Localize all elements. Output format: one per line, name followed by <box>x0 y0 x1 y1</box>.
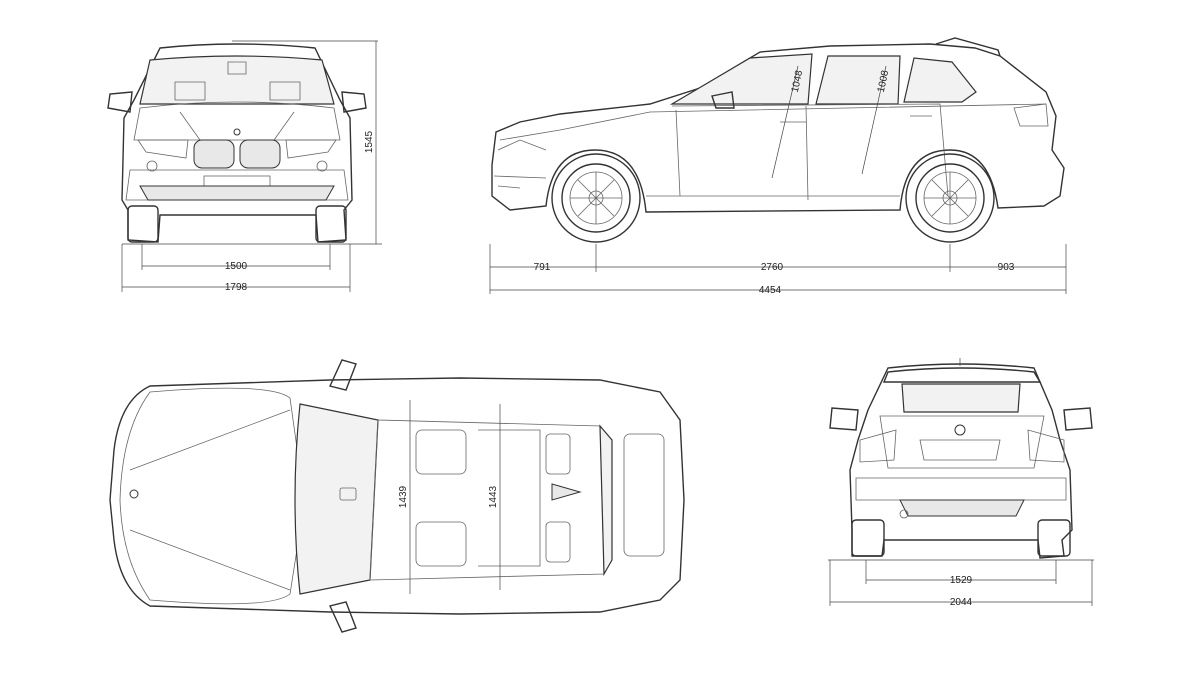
front-dimensions: 1545 1500 1798 <box>121 40 382 293</box>
dim-length: 4454 <box>759 285 782 296</box>
bmw-logo-icon <box>954 424 966 436</box>
front-view <box>107 43 367 243</box>
top-view: 1439 1443 <box>109 359 685 633</box>
bmw-logo-icon <box>233 128 241 136</box>
dim-wheelbase: 2760 <box>761 262 784 273</box>
dim-interior-width-front: 1439 <box>398 485 409 508</box>
dim-headroom-front: 1048 <box>790 69 805 93</box>
rear-dimensions: 1529 2044 <box>828 559 1094 608</box>
rear-view <box>829 358 1093 559</box>
dim-width-mirrors: 2044 <box>950 597 973 608</box>
dim-front-track: 1500 <box>225 261 248 272</box>
dim-height: 1545 <box>364 130 375 153</box>
bmw-logo-icon <box>129 489 139 499</box>
side-view: 1048 1008 <box>491 37 1065 243</box>
dim-interior-width-rear: 1443 <box>488 485 499 508</box>
dim-headroom-rear: 1008 <box>876 69 891 93</box>
dim-rear-track: 1529 <box>950 575 973 586</box>
dim-rear-overhang: 903 <box>998 262 1015 273</box>
dim-front-overhang: 791 <box>534 262 551 273</box>
side-dimensions: 791 2760 903 4454 <box>489 244 1067 296</box>
dim-front-width: 1798 <box>225 282 248 293</box>
